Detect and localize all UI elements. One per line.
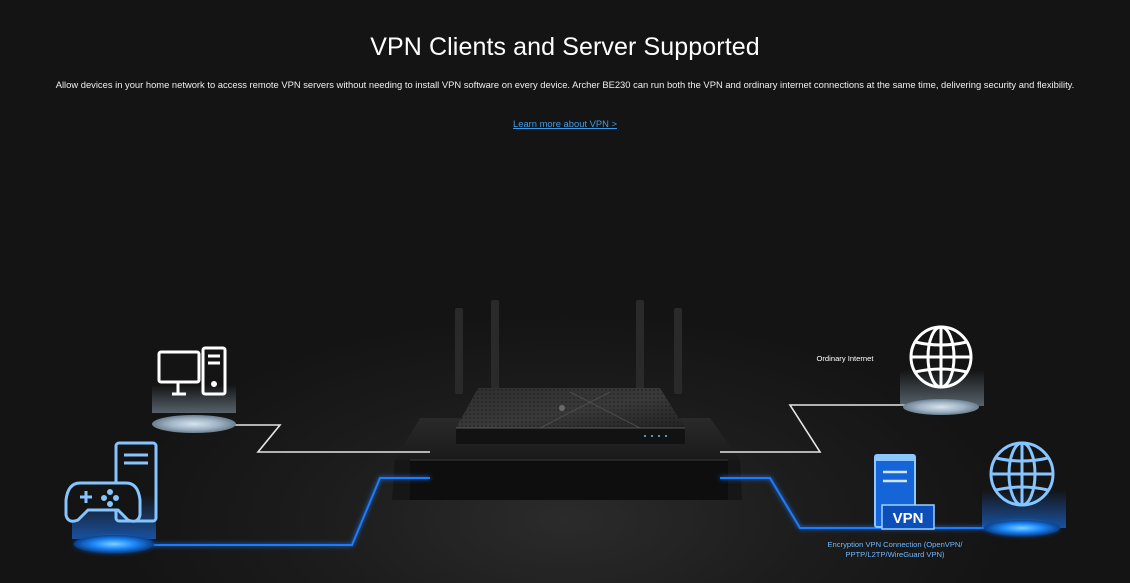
- globe-icon: [989, 441, 1055, 507]
- ordinary-globe: [900, 325, 984, 415]
- vpn-globe: [982, 441, 1066, 536]
- encryption-vpn-label: Encryption VPN Connection (OpenVPN/ PPTP…: [827, 540, 963, 559]
- section-description: Allow devices in your home network to ac…: [55, 79, 1075, 90]
- game-controller-icon: [64, 441, 158, 523]
- ordinary-internet-label: Ordinary Internet: [816, 354, 874, 363]
- router: [455, 300, 685, 444]
- section-title: VPN Clients and Server Supported: [370, 33, 760, 61]
- vpn-server-icon: [874, 454, 935, 530]
- vpn-server: VPN: [874, 454, 935, 530]
- console-device: [64, 441, 158, 553]
- desktop-computer-icon: [157, 346, 227, 396]
- desktop-device: [152, 346, 236, 433]
- ordinary-lines: [230, 404, 905, 453]
- vpn-connection-line: [720, 477, 990, 529]
- desktop-connection-line: [230, 424, 430, 453]
- learn-more-vpn-link[interactable]: Learn more about VPN >: [513, 118, 617, 129]
- vpn-badge: VPN: [893, 510, 924, 527]
- console-connection-line: [150, 477, 430, 546]
- globe-icon: [909, 325, 973, 389]
- ordinary-internet-line: [720, 404, 905, 453]
